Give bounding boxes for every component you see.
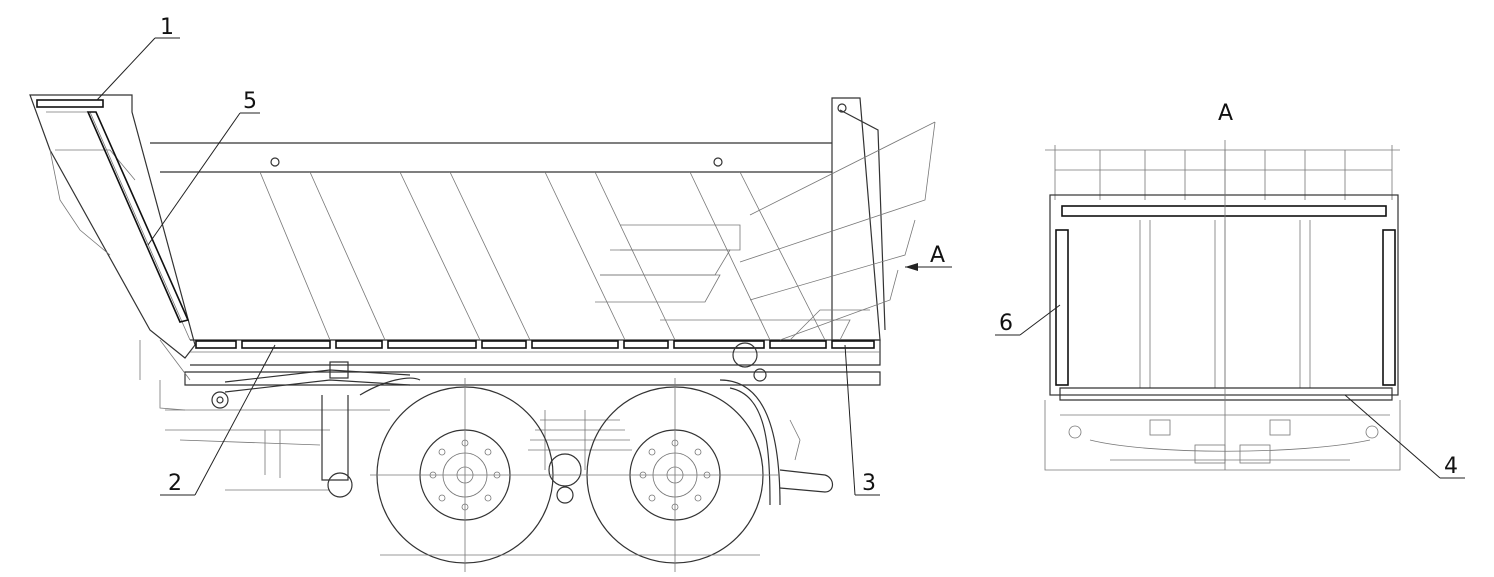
- reflector-rear-top: [1061, 205, 1387, 217]
- side-view: A: [29, 94, 952, 572]
- callout-1: 1: [160, 15, 174, 40]
- view-arrow-label: A: [930, 243, 945, 268]
- rear-view-title: A: [1218, 101, 1233, 126]
- view-arrow: A: [905, 243, 952, 271]
- callout-2: 2: [168, 471, 182, 496]
- chassis-frame: [139, 339, 881, 506]
- reflector-rear-right: [1382, 229, 1396, 386]
- callout-4: 4: [1444, 454, 1458, 479]
- callout-leaders: [96, 37, 1465, 496]
- callout-6: 6: [999, 311, 1013, 336]
- reflector-front-side: [86, 111, 190, 323]
- callout-numbers: 1 2 3 4 5 6: [160, 15, 1458, 496]
- callout-3: 3: [862, 471, 876, 496]
- reflector-rear-left: [1055, 229, 1069, 386]
- callout-5: 5: [243, 89, 257, 114]
- rear-view-a: A: [1044, 101, 1401, 471]
- dump-body: [29, 94, 936, 366]
- reflector-front-top: [36, 99, 104, 108]
